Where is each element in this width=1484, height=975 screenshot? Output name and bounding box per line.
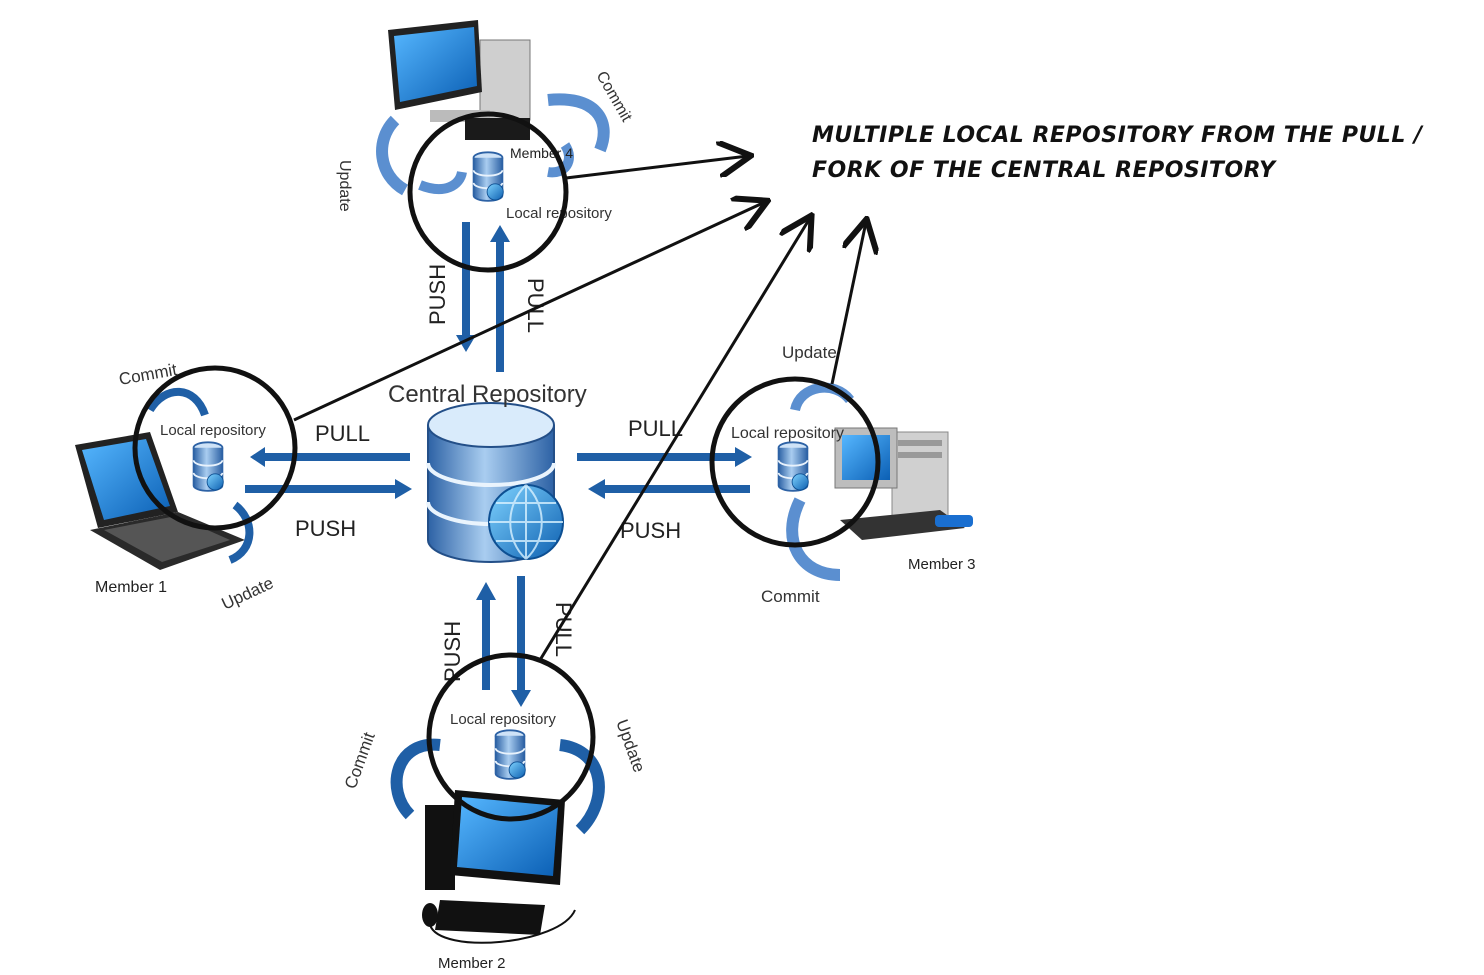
member2-desktop-icon bbox=[422, 790, 576, 944]
member4-commit-cycle bbox=[547, 93, 610, 153]
pull-label-bottom: PULL bbox=[551, 602, 576, 657]
member4-local-repo-label: Local repository bbox=[506, 205, 612, 222]
member2-update-cycle bbox=[558, 739, 605, 835]
member2-commit-label: Commit bbox=[341, 730, 379, 792]
annotation-circles bbox=[132, 111, 881, 822]
member3-label: Member 3 bbox=[908, 556, 976, 573]
member4-update-cycle bbox=[376, 115, 409, 196]
pull-label-right: PULL bbox=[628, 416, 683, 441]
member3-local-db-icon bbox=[777, 441, 810, 492]
push-label-left: PUSH bbox=[295, 516, 356, 541]
circle-member1-local-repo bbox=[132, 365, 298, 531]
arrow-from-member1 bbox=[293, 202, 765, 422]
member3-desktop-icon bbox=[834, 427, 973, 540]
annotation-line-1: Multiple local repository from the pull … bbox=[812, 123, 1423, 148]
circle-member3-local-repo bbox=[709, 376, 881, 548]
member4-label: Member 4 bbox=[510, 145, 573, 161]
member1-commit-cycle bbox=[146, 387, 209, 417]
arrow-from-member4 bbox=[565, 156, 748, 180]
member1-update-label: Update bbox=[219, 573, 277, 613]
push-label-top: PUSH bbox=[425, 264, 450, 325]
member3-commit-cycle bbox=[786, 497, 841, 581]
member2-update-label: Update bbox=[612, 717, 649, 775]
annotation-line-2: fork of the central repository bbox=[812, 158, 1276, 183]
arrow-from-member2 bbox=[538, 218, 810, 661]
central-database-icon bbox=[426, 402, 564, 563]
member3-commit-label: Commit bbox=[761, 587, 820, 606]
member1-update-cycle bbox=[228, 501, 254, 564]
member3-local-repo-label: Local repository bbox=[731, 425, 844, 442]
circle-member4-local-repo bbox=[407, 111, 569, 273]
member4-update-label: Update bbox=[336, 160, 353, 212]
central-repository-label: Central Repository bbox=[388, 381, 587, 408]
pull-label-left: PULL bbox=[315, 421, 370, 446]
member1-local-repo-label: Local repository bbox=[160, 422, 266, 439]
member1-label: Member 1 bbox=[95, 579, 167, 596]
annotation-callout: Multiple local repository from the pull … bbox=[812, 118, 1472, 188]
member2-local-db-icon bbox=[494, 729, 527, 780]
member3-update-label: Update bbox=[782, 343, 837, 362]
arrow-from-member3 bbox=[830, 222, 866, 385]
member2-local-repo-label: Local repository bbox=[450, 711, 556, 728]
annotation-arrows bbox=[293, 156, 866, 661]
member1-local-db-icon bbox=[192, 441, 225, 492]
push-label-right: PUSH bbox=[620, 518, 681, 543]
member1-laptop-icon bbox=[75, 432, 245, 570]
circle-member2-local-repo bbox=[426, 652, 596, 822]
member2-label: Member 2 bbox=[438, 955, 506, 972]
member4-local-db-icon bbox=[472, 151, 505, 202]
member4-computer-icon bbox=[388, 20, 531, 140]
member2-commit-cycle bbox=[390, 738, 441, 820]
member4-cycle-inner bbox=[418, 142, 574, 195]
